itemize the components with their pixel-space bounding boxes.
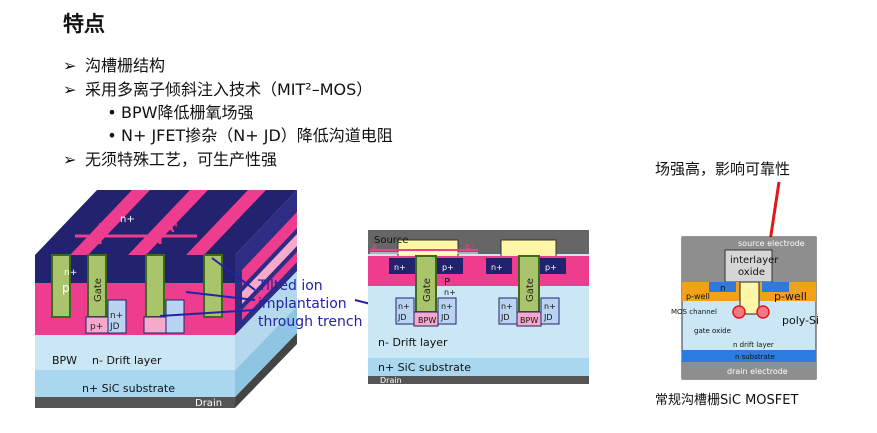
gate-trench-1 (51, 254, 71, 318)
drain-layer-side (235, 333, 297, 408)
label-n-small-xs: n+ (444, 288, 456, 297)
label-drift-xs: n- Drift layer (378, 336, 448, 349)
label-drain-xs: Drain (380, 376, 402, 385)
label-bpw-3d: BPW (52, 354, 77, 367)
sub-bullet-jfet: •N+ JFET掺杂（N+ JD）降低沟道电阻 (103, 122, 393, 146)
label-drift-3d: n- Drift layer (92, 354, 162, 367)
label-n-drift: n drift layer (733, 341, 774, 349)
label-jd-xs-4: JD (543, 313, 553, 322)
label-substrate-xs: n+ SiC substrate (378, 361, 471, 374)
bullet-text: 无须特殊工艺，可生产性强 (85, 150, 278, 169)
drift-front (35, 335, 235, 370)
conventional-mosfet-caption: 常规沟槽栅SiC MOSFET (655, 393, 798, 408)
label-gate-3d: Gate (93, 278, 104, 302)
label-bpw-xs-2: BPW (520, 316, 538, 325)
label-a-xs: A (371, 243, 378, 254)
label-a-prime-xs: A' (464, 243, 474, 254)
bullet-arrow-icon: ➢ (63, 150, 77, 169)
label-bpw-xs: BPW (418, 316, 436, 325)
label-jd-3d: JD (109, 322, 120, 332)
drain-layer-front (35, 397, 235, 408)
bullet-arrow-icon: ➢ (63, 80, 77, 99)
label-source-electrode: source electrode (738, 239, 805, 248)
label-nplus-3d: n+ (64, 268, 77, 278)
label-a-prime-3d: A' (165, 221, 178, 235)
callout-line-1: Tilted ion (257, 278, 323, 294)
diagram-conventional-mosfet: 场强高，影响可靠性 source electrode interlayer ox… (655, 160, 819, 408)
label-interlayer: interlayer (730, 255, 779, 266)
label-a-3d: A (96, 221, 106, 235)
bullet-trench-gate: ➢ 沟槽栅结构 (63, 52, 165, 76)
diagram-3d-structure: A A' n+ p Gate n+ p+ n+ JD BPW n- Drift … (35, 190, 297, 409)
label-n-substrate: n substrate (735, 353, 775, 361)
substrate-front (35, 370, 235, 397)
label-p-3d: p (62, 281, 70, 295)
label-nplus-top-3d: n+ (120, 214, 135, 225)
label-pplus-3d: p+ (90, 322, 103, 332)
label-drain-3d: Drain (195, 398, 222, 409)
reliability-annotation: 场强高，影响可靠性 (655, 160, 790, 178)
label-n-conv: n (720, 284, 726, 294)
label-jd-xs-2: JD (440, 313, 450, 322)
label-nplus-xs-2: n+ (491, 263, 503, 272)
features-heading: 特点 (63, 12, 105, 36)
bullet-text: BPW降低栅氧场强 (121, 103, 254, 122)
label-pplus-xs-2: p+ (545, 263, 557, 272)
bullet-dot-icon: • (107, 103, 117, 122)
field-spot-right (756, 305, 770, 319)
bullet-mit-mos: ➢ 采用多离子倾斜注入技术（MIT²–MOS） (63, 76, 372, 100)
label-nplus-jd-xs-3: n+ (501, 302, 513, 311)
callout-line-2: implantation (258, 296, 347, 312)
label-poly-si: poly-Si (782, 314, 819, 327)
label-source-xs: Source (374, 235, 408, 246)
field-spot-left (732, 305, 746, 319)
gate-trench-4 (203, 254, 223, 318)
label-nplus-jd-xs: n+ (398, 302, 410, 311)
label-oxide: oxide (738, 267, 765, 278)
label-nplus-jd-xs-4: n+ (544, 302, 556, 311)
label-mos-channel: MOS channel (671, 308, 717, 316)
label-p-xs: P (444, 277, 450, 288)
bullet-text: 采用多离子倾斜注入技术（MIT²–MOS） (85, 80, 373, 99)
label-nplus-xs: n+ (394, 263, 406, 272)
callout-line-3: through trench (258, 314, 362, 330)
gate-trench-3 (145, 254, 165, 318)
label-gate-xs-2: Gate (525, 278, 536, 302)
poly-si-gate (739, 281, 760, 315)
label-jd-xs-3: JD (500, 313, 510, 322)
drift-side (235, 271, 297, 370)
sub-bullet-bpw: •BPW降低栅氧场强 (103, 99, 253, 123)
bullet-no-special-process: ➢ 无须特殊工艺，可生产性强 (63, 146, 277, 170)
label-substrate-3d: n+ SiC substrate (82, 382, 175, 395)
bullet-text: N+ JFET掺杂（N+ JD）降低沟道电阻 (121, 126, 393, 145)
label-pwell-right: p-well (774, 290, 807, 303)
label-nplus-jd-3d: n+ (110, 311, 123, 321)
label-jd-xs: JD (397, 313, 407, 322)
bullet-text: 沟槽栅结构 (85, 56, 166, 75)
diagram-2d-cross-section: Source A A' n+ p+ n+ p+ P n+ Gate Gate n… (368, 230, 589, 385)
label-pwell-left: p-well (686, 292, 710, 301)
label-gate-xs: Gate (422, 278, 433, 302)
bullet-arrow-icon: ➢ (63, 56, 77, 75)
label-drain-electrode: drain electrode (727, 367, 788, 376)
label-gate-oxide: gate oxide (694, 327, 731, 335)
label-nplus-jd-xs-2: n+ (441, 302, 453, 311)
label-pplus-xs: p+ (442, 263, 454, 272)
bullet-dot-icon: • (107, 126, 117, 145)
substrate-side (235, 306, 297, 397)
